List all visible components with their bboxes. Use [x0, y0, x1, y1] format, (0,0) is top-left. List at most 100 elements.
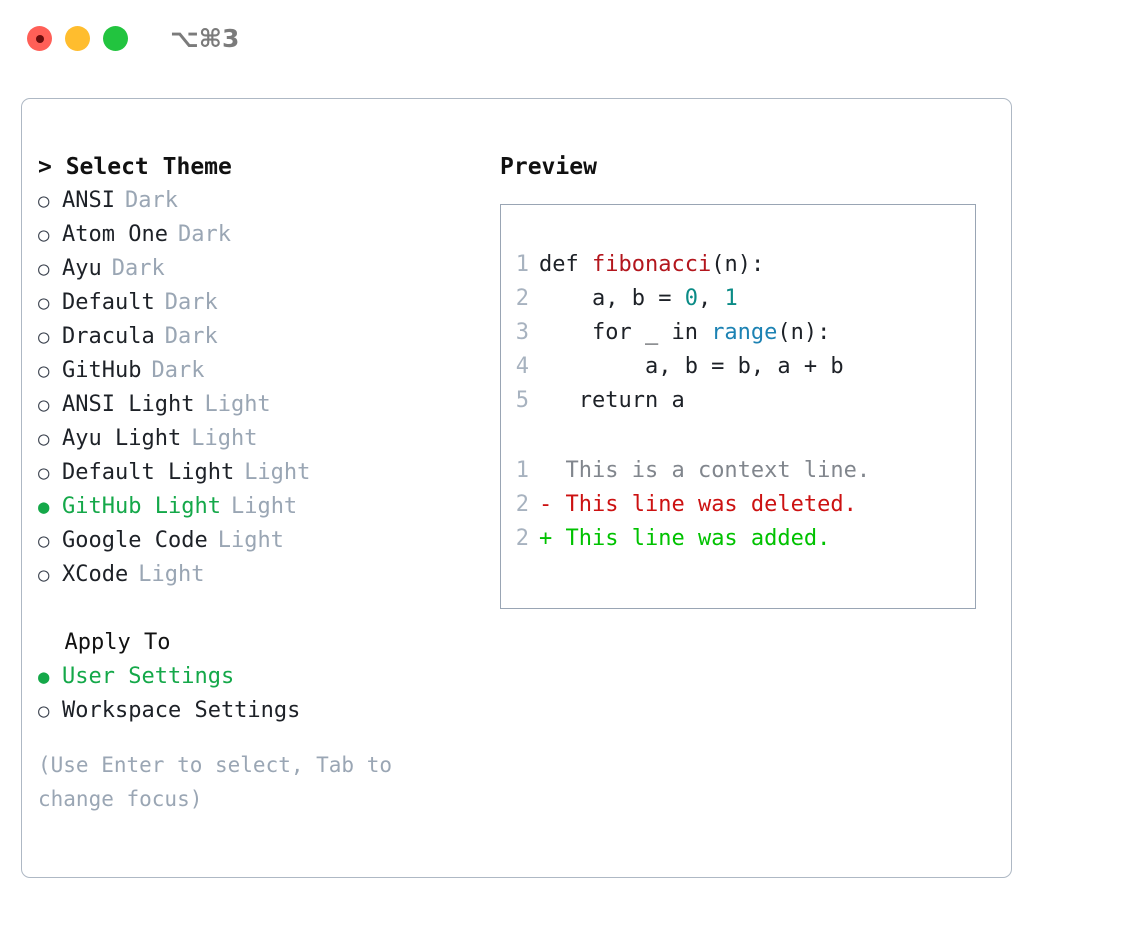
radio-unselected-icon: ○ [38, 564, 50, 586]
radio-selected-icon: ● [38, 666, 50, 688]
maximize-button[interactable] [103, 26, 128, 51]
code-line-content: a, b = 0, 1 [539, 282, 738, 316]
radio-unselected-icon: ○ [38, 428, 50, 450]
radio-unselected-icon: ○ [38, 190, 50, 212]
theme-option-ayu[interactable]: ○ Ayu Dark [38, 252, 478, 286]
theme-variant-tag: Light [191, 426, 258, 451]
apply-option-user-settings[interactable]: ● User Settings [38, 660, 478, 694]
code-line: 2 a, b = 0, 1 [501, 282, 975, 316]
apply-option-label: Workspace Settings [62, 698, 301, 723]
preview-heading: Preview [500, 154, 597, 180]
radio-unselected-icon: ○ [38, 224, 50, 246]
keyboard-hint: (Use Enter to select, Tab to change focu… [38, 753, 393, 811]
theme-option-label: Default Light [62, 460, 235, 485]
code-token: fibonacci [591, 252, 712, 277]
code-token: (n): [711, 252, 765, 277]
radio-unselected-icon: ○ [38, 292, 50, 314]
theme-option-label: Ayu [62, 256, 102, 281]
code-token: a, b = b, a + b [539, 354, 844, 379]
line-number: 1 [515, 458, 529, 483]
code-token: a, b = [539, 286, 685, 311]
line-number: 3 [515, 320, 529, 345]
code-line-content: a, b = b, a + b [539, 350, 844, 384]
diff-line-add: 2+ This line was added. [501, 522, 975, 556]
diff-line-ctx: 1 This is a context line. [501, 454, 975, 488]
diff-spacer [501, 418, 975, 454]
apply-to-heading: Apply To [38, 630, 171, 655]
close-button[interactable] [27, 26, 52, 51]
line-number: 2 [515, 286, 529, 311]
code-token: (n): [777, 320, 831, 345]
section-spacer [38, 592, 478, 626]
radio-unselected-icon: ○ [38, 530, 50, 552]
radio-unselected-icon: ○ [38, 360, 50, 382]
code-line-content: for _ in range(n): [539, 316, 830, 350]
theme-variant-tag: Dark [164, 290, 218, 315]
diff-text: This is a context line. [552, 458, 871, 483]
code-token: for _ in [539, 320, 712, 345]
theme-variant-tag: Light [230, 494, 298, 519]
theme-variant-tag: Dark [164, 324, 218, 349]
diff-sample: 1 This is a context line.2- This line wa… [501, 454, 975, 556]
code-token: def [539, 252, 592, 277]
theme-option-label: ANSI [62, 188, 115, 213]
line-number: 2 [515, 492, 529, 517]
radio-selected-icon: ● [38, 496, 50, 518]
theme-option-ayu-light[interactable]: ○ Ayu Light Light [38, 422, 478, 456]
radio-unselected-icon: ○ [38, 326, 50, 348]
code-token: , [697, 286, 725, 311]
line-number: 4 [515, 354, 529, 379]
title-bar: ⌥⌘3 [0, 0, 1140, 78]
code-line-content: def fibonacci(n): [539, 248, 764, 282]
apply-option-label: User Settings [62, 664, 235, 689]
radio-unselected-icon: ○ [38, 700, 50, 722]
select-theme-heading: > Select Theme [38, 154, 232, 180]
code-line: 3 for _ in range(n): [501, 316, 975, 350]
apply-to-list: ● User Settings ○ Workspace Settings [38, 660, 478, 728]
window-controls [27, 26, 128, 51]
theme-variant-tag: Dark [177, 222, 231, 247]
keyboard-shortcut-label: ⌥⌘3 [170, 24, 240, 53]
diff-text: This line was added. [552, 526, 831, 551]
theme-option-ansi[interactable]: ○ ANSI Dark [38, 184, 478, 218]
theme-variant-tag: Light [204, 392, 271, 417]
code-line: 5 return a [501, 384, 975, 418]
line-number: 2 [515, 526, 529, 551]
code-token: 1 [724, 286, 738, 311]
minimize-button[interactable] [65, 26, 90, 51]
line-number: 5 [515, 388, 529, 413]
theme-option-label: Google Code [62, 528, 208, 553]
theme-option-label: Dracula [62, 324, 155, 349]
code-token: range [711, 320, 778, 345]
radio-unselected-icon: ○ [38, 258, 50, 280]
theme-variant-tag: Dark [111, 256, 165, 281]
apply-option-workspace-settings[interactable]: ○ Workspace Settings [38, 694, 478, 728]
diff-sign: - [539, 492, 553, 517]
theme-option-label: Ayu Light [62, 426, 182, 451]
theme-variant-tag: Dark [124, 188, 178, 213]
theme-option-dracula[interactable]: ○ Dracula Dark [38, 320, 478, 354]
diff-text: This line was deleted. [552, 492, 857, 517]
theme-variant-tag: Light [138, 562, 205, 587]
code-token: return a [539, 388, 685, 413]
theme-option-label: ANSI Light [62, 392, 195, 417]
code-line-content: return a [539, 384, 685, 418]
theme-option-label: GitHub [62, 358, 142, 383]
radio-unselected-icon: ○ [38, 462, 50, 484]
diff-line-del: 2- This line was deleted. [501, 488, 975, 522]
